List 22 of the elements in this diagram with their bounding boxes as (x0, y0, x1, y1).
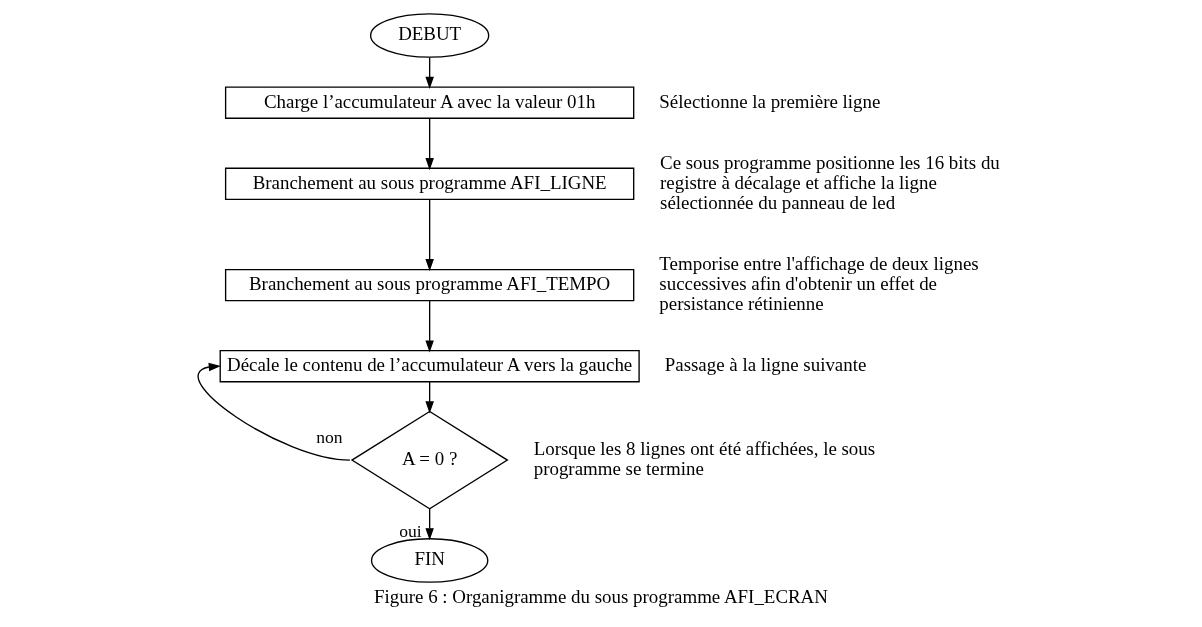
node-label: Temporise entre l'affichage de deux lignes successives afin d'obtenir un effet de persistance rétinienne (659, 252, 979, 315)
arrow (425, 117, 434, 171)
node-label: Lorsque les 8 lignes ont été affichées, le sous programme se termine (533, 437, 876, 480)
edge-label: non (316, 427, 343, 448)
node-box: Branchement au sous programme AFI_LIGNE (224, 167, 635, 200)
edge-label: oui (399, 520, 422, 541)
arrow (425, 199, 434, 272)
node-box: Décale le contenu de l’accumulateur A vers la gauche (219, 349, 640, 383)
arrow (425, 56, 434, 89)
node-label: Passage à la ligne suivante (664, 354, 867, 376)
arrow (197, 362, 351, 461)
arrow (425, 300, 434, 353)
node-label: Ce sous programme positionne les 16 bits du registre à décalage et affiche la ligne sélectionnée du panneau de led (660, 151, 1000, 214)
arrow (425, 381, 434, 414)
arrow (425, 508, 434, 541)
caption: Figure 6 : Organigramme du sous programme AFI_ECRAN (374, 585, 828, 607)
node-box: Branchement au sous programme AFI_TEMPO (224, 268, 635, 302)
node-ellipse: FIN (370, 538, 489, 583)
node-ellipse: DEBUT (369, 13, 490, 58)
node-diamond: A = 0 ? (350, 410, 509, 510)
node-label: Sélectionne la première ligne (659, 90, 881, 112)
node-box: Charge l’accumulateur A avec la valeur 01h (224, 86, 635, 119)
